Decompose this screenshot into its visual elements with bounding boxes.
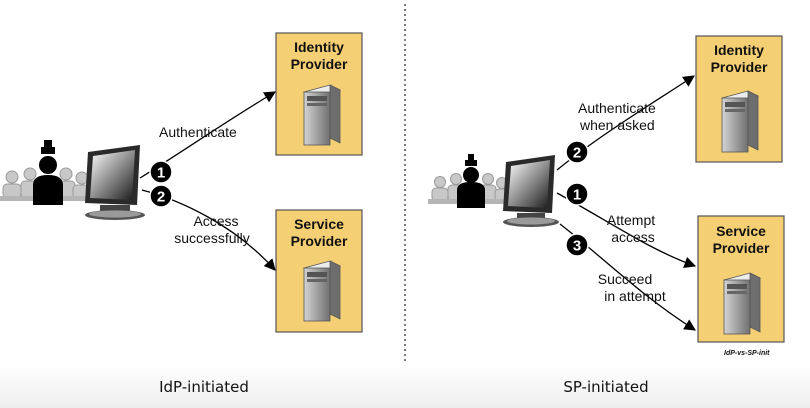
idp-title-line2: Provider [291, 56, 348, 72]
svg-text:2: 2 [573, 145, 581, 162]
computer-icon [503, 155, 559, 227]
computer-icon [85, 145, 145, 220]
svg-text:2: 2 [157, 189, 165, 206]
user-group-icon [428, 154, 512, 208]
server-icon [722, 272, 762, 335]
label-authenticate-line2: when asked [579, 117, 655, 133]
sp-box: Service Provider [275, 209, 363, 333]
label-access-line2: successfully [174, 230, 249, 246]
figure-tag: IdP-vs-SP-init [724, 350, 770, 357]
step-badge-1: 1 [565, 182, 589, 206]
caption-sp-initiated: SP-initiated [563, 378, 648, 396]
right-panel: Identity Provider Service Provider [428, 35, 785, 396]
idp-box: Identity Provider [695, 35, 783, 163]
label-access-line1: Access [193, 213, 238, 229]
step-badge-3: 3 [565, 233, 589, 257]
left-panel: Identity Provider Service Provider [0, 32, 363, 396]
label-authenticate-line1: Authenticate [578, 100, 656, 116]
step-badge-2: 2 [149, 184, 173, 208]
step-badge-1: 1 [149, 160, 173, 184]
sp-title-line2: Provider [291, 233, 348, 249]
sp-title-line1: Service [294, 216, 344, 232]
idp-box: Identity Provider [275, 32, 363, 156]
server-icon [720, 90, 760, 153]
label-succeed-line2: in attempt [604, 288, 666, 304]
caption-idp-initiated: IdP-initiated [159, 378, 249, 396]
svg-text:1: 1 [157, 165, 165, 182]
label-attempt-line1: Attempt [607, 212, 655, 228]
svg-text:3: 3 [573, 238, 581, 255]
step-badge-2: 2 [565, 140, 589, 164]
label-authenticate: Authenticate [159, 124, 237, 140]
label-attempt-line2: access [611, 229, 655, 245]
sp-title-line1: Service [716, 223, 766, 239]
idp-title-line1: Identity [714, 42, 764, 58]
sp-box: Service Provider [697, 215, 785, 343]
sp-title-line2: Provider [713, 240, 770, 256]
label-succeed-line1: Succeed [598, 271, 652, 287]
svg-text:1: 1 [573, 187, 581, 204]
idp-title-line1: Identity [294, 39, 344, 55]
idp-title-line2: Provider [711, 59, 768, 75]
server-icon [302, 84, 342, 146]
user-group-icon [0, 140, 90, 205]
server-icon [302, 260, 342, 322]
